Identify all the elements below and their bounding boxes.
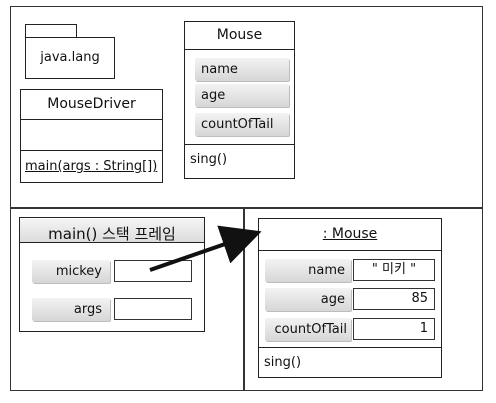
mouse-object-age-value-text: 85 (411, 291, 428, 306)
stack-var-mickey: mickey (32, 260, 110, 283)
mouse-class: Mouse name age countOfTail sing() (184, 21, 295, 179)
mouse-class-field-age-label: age (201, 88, 226, 103)
mouse-object-divider-2 (259, 347, 441, 348)
mouse-object-field-countoftail-label: countOfTail (274, 322, 347, 337)
mouse-object-field-countoftail: countOfTail (265, 318, 351, 341)
mouse-class-field-age: age (195, 84, 289, 107)
stack-var-args-slot (114, 298, 192, 320)
mouse-object: : Mouse name " 미키 " age 85 countOfTail 1… (258, 218, 442, 378)
mouse-class-field-name-label: name (201, 62, 238, 77)
mouse-object-field-age-value: 85 (353, 288, 435, 310)
stack-frame: main() 스택 프레임 mickey args (19, 217, 205, 332)
mouse-driver-divider-1 (21, 119, 162, 120)
package-java-lang: java.lang (25, 37, 115, 79)
mouse-object-title: : Mouse (322, 226, 378, 242)
mouse-class-divider-1 (185, 49, 294, 50)
mouse-object-field-countoftail-value: 1 (353, 318, 435, 340)
reference-arrow-line (149, 225, 262, 272)
mouse-driver-main-method: main(args : String[]) (25, 159, 158, 174)
mouse-object-field-name: name (265, 259, 351, 282)
stack-var-args-label: args (73, 302, 102, 317)
mouse-class-field-countoftail-label: countOfTail (201, 117, 274, 132)
mouse-driver-divider-2 (21, 150, 162, 151)
mouse-class-divider-2 (185, 144, 294, 145)
mouse-object-field-age: age (265, 288, 351, 311)
mouse-object-field-name-value: " 미키 " (353, 259, 435, 281)
mouse-class-field-name: name (195, 58, 289, 81)
package-name: java.lang (40, 50, 100, 65)
mouse-object-countoftail-value-text: 1 (419, 321, 428, 336)
stack-var-mickey-label: mickey (55, 264, 102, 279)
stack-frame-title: main() 스택 프레임 (48, 225, 176, 243)
mouse-class-sing-method: sing() (190, 152, 228, 167)
stack-area-frame (10, 208, 244, 391)
mouse-object-name-value-text: " 미키 " (371, 262, 417, 277)
class-area-frame (10, 6, 483, 208)
mouse-object-divider-1 (259, 250, 441, 251)
mouse-object-field-name-label: name (308, 263, 345, 278)
mouse-class-field-countoftail: countOfTail (195, 113, 289, 136)
mouse-driver-class: MouseDriver main(args : String[]) (20, 89, 163, 183)
mouse-object-sing-method: sing() (264, 355, 302, 370)
mouse-object-field-age-label: age (320, 292, 345, 307)
stack-frame-header: main() 스택 프레임 (20, 218, 204, 243)
heap-area-frame (244, 208, 483, 391)
stack-var-args: args (32, 298, 110, 321)
mouse-driver-class-name: MouseDriver (47, 96, 136, 112)
mouse-class-name: Mouse (216, 27, 263, 43)
